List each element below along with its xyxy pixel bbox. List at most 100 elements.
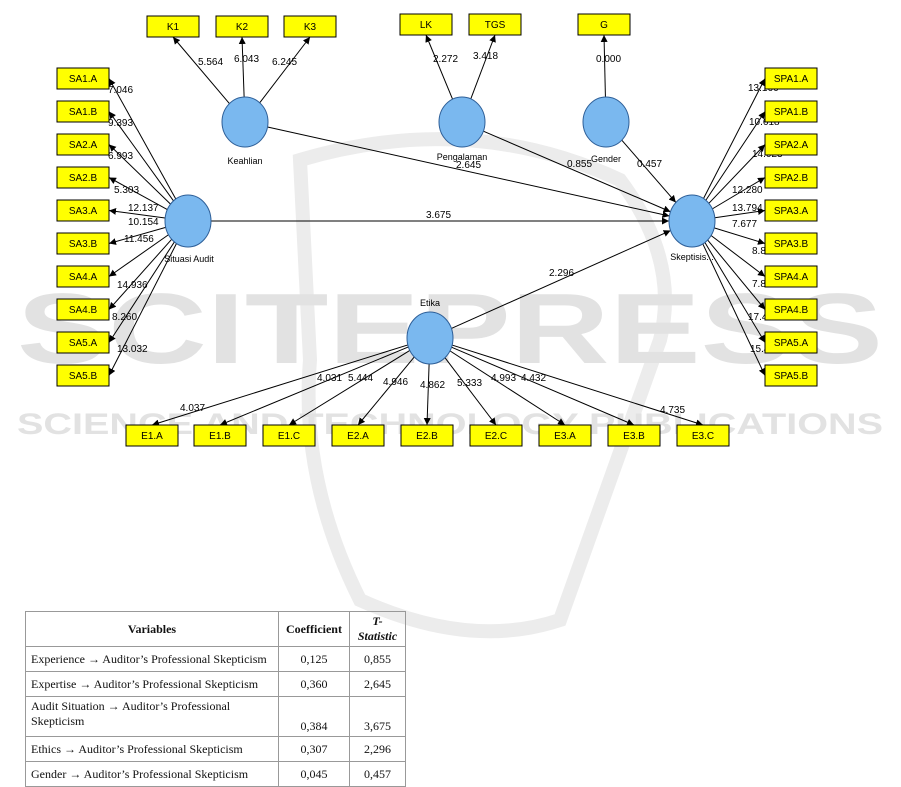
loading-arrow xyxy=(423,363,431,426)
indicator-label: SA4.B xyxy=(69,305,98,316)
indicator-box-spa2-a xyxy=(764,133,818,156)
loading-t-value: 7.677 xyxy=(732,219,757,230)
indicator-label: E2.B xyxy=(416,431,438,442)
cell-t-statistic: 3,675 xyxy=(349,696,406,737)
indicator-label: SPA1.B xyxy=(774,107,809,118)
loading-arrow xyxy=(238,36,246,98)
indicator-box-e1-c xyxy=(262,424,316,447)
table-row: Ethics → Auditor’s Professional Skeptici… xyxy=(25,736,406,762)
table-row: Experience → Auditor’s Professional Skep… xyxy=(25,646,406,672)
loading-t-value: 4.432 xyxy=(521,373,546,384)
loading-t-value: 13.166 xyxy=(748,83,779,94)
loading-arrow xyxy=(219,346,409,426)
indicator-label: SA1.B xyxy=(69,107,98,118)
path-t-value: 2.296 xyxy=(549,268,574,279)
indicator-label: SPA4.B xyxy=(774,305,809,316)
loading-t-value: 9.393 xyxy=(108,118,133,129)
path-t-value: 3.675 xyxy=(426,210,451,221)
indicator-label: SA4.A xyxy=(69,272,98,283)
loading-arrow xyxy=(710,235,766,277)
loading-arrow xyxy=(425,34,454,100)
loading-arrow xyxy=(259,36,311,104)
indicator-label: LK xyxy=(420,20,433,31)
indicator-label: E3.B xyxy=(623,431,645,442)
indicator-label: SA5.A xyxy=(69,338,98,349)
indicator-box-spa4-a xyxy=(764,265,818,288)
indicator-label: SA2.B xyxy=(69,173,98,184)
loading-arrow xyxy=(172,36,230,104)
construct-label: Situasi Audit xyxy=(164,254,214,264)
loading-arrow xyxy=(470,34,496,100)
table-row: Gender → Auditor’s Professional Skeptici… xyxy=(25,761,406,787)
indicator-box-e3-b xyxy=(607,424,661,447)
loading-t-value: 6.245 xyxy=(272,57,297,68)
indicator-label: E2.A xyxy=(347,431,369,442)
indicator-label: SPA5.A xyxy=(774,338,809,349)
cell-t-statistic: 2,645 xyxy=(349,671,406,697)
loading-t-value: 5.444 xyxy=(348,373,373,384)
construct-pengalaman xyxy=(438,96,486,148)
loading-t-value: 7.046 xyxy=(108,85,133,96)
cell-coefficient: 0,125 xyxy=(278,646,350,672)
cell-coefficient: 0,384 xyxy=(278,696,350,737)
loading-t-value: 12.137 xyxy=(128,203,159,214)
indicator-label: K2 xyxy=(236,22,249,33)
loading-t-value: 4.862 xyxy=(420,380,445,391)
loading-arrow xyxy=(703,78,766,199)
loading-t-value: 4.037 xyxy=(180,403,205,414)
loading-t-value: 13.794 xyxy=(732,203,763,214)
construct-label: Gender xyxy=(591,154,621,164)
construct-etika xyxy=(406,311,454,365)
indicator-label: SPA3.B xyxy=(774,239,809,250)
indicator-box-spa5-a xyxy=(764,331,818,354)
indicator-label: E1.B xyxy=(209,431,231,442)
indicator-label: SA2.A xyxy=(69,140,98,151)
cell-coefficient: 0,045 xyxy=(278,761,350,787)
loading-t-value: 2.272 xyxy=(433,54,458,65)
loading-t-value: 4.946 xyxy=(383,377,408,388)
loading-t-value: 12.280 xyxy=(732,185,763,196)
indicator-label: E2.C xyxy=(485,431,507,442)
path-t-value: 2.645 xyxy=(456,160,481,171)
indicator-label: G xyxy=(600,20,608,31)
header-t-statistic: T-Statistic xyxy=(349,611,406,647)
indicator-box-spa1-a xyxy=(764,67,818,90)
path-gender-to-skeptisis xyxy=(621,139,677,203)
loading-t-value: 4.031 xyxy=(317,373,342,384)
loading-arrow xyxy=(108,241,175,343)
loading-arrow xyxy=(712,177,766,210)
indicator-box-k2 xyxy=(215,15,269,38)
loading-t-value: 13.032 xyxy=(117,344,148,355)
loading-arrow xyxy=(108,177,168,211)
indicator-label: SPA1.A xyxy=(774,74,809,85)
loading-t-value: 17.446 xyxy=(748,312,779,323)
indicator-box-sa3-a xyxy=(56,199,110,222)
loading-arrow xyxy=(704,242,766,343)
loading-t-value: 3.418 xyxy=(473,51,498,62)
indicator-box-e1-b xyxy=(193,424,247,447)
construct-keahlian xyxy=(221,96,269,148)
cell-variable: Gender → Auditor’s Professional Skeptici… xyxy=(25,761,279,787)
loading-arrow xyxy=(451,344,704,427)
indicator-box-spa3-b xyxy=(764,232,818,255)
indicator-box-tgs xyxy=(468,13,522,36)
loading-t-value: 11.456 xyxy=(124,234,154,245)
loading-arrow xyxy=(451,346,635,426)
indicator-box-sa5-b xyxy=(56,364,110,387)
cell-variable: Expertise → Auditor’s Professional Skept… xyxy=(25,671,279,697)
loading-arrow xyxy=(108,207,166,219)
loading-arrow xyxy=(705,111,766,201)
indicator-label: TGS xyxy=(485,20,506,31)
path-t-value: 0.457 xyxy=(637,159,662,170)
indicator-box-e3-a xyxy=(538,424,592,447)
results-table: Variables Coefficient T-Statistic Experi… xyxy=(25,611,406,787)
indicator-box-sa5-a xyxy=(56,331,110,354)
loading-arrow xyxy=(108,238,173,310)
indicator-box-k1 xyxy=(146,15,200,38)
path-etika-to-skeptisis xyxy=(451,230,671,329)
cell-variable: Experience → Auditor’s Professional Skep… xyxy=(25,646,279,672)
loading-arrow xyxy=(714,208,766,219)
header-variables: Variables xyxy=(25,611,279,647)
loading-arrow xyxy=(702,243,766,376)
loading-arrow xyxy=(108,226,166,245)
